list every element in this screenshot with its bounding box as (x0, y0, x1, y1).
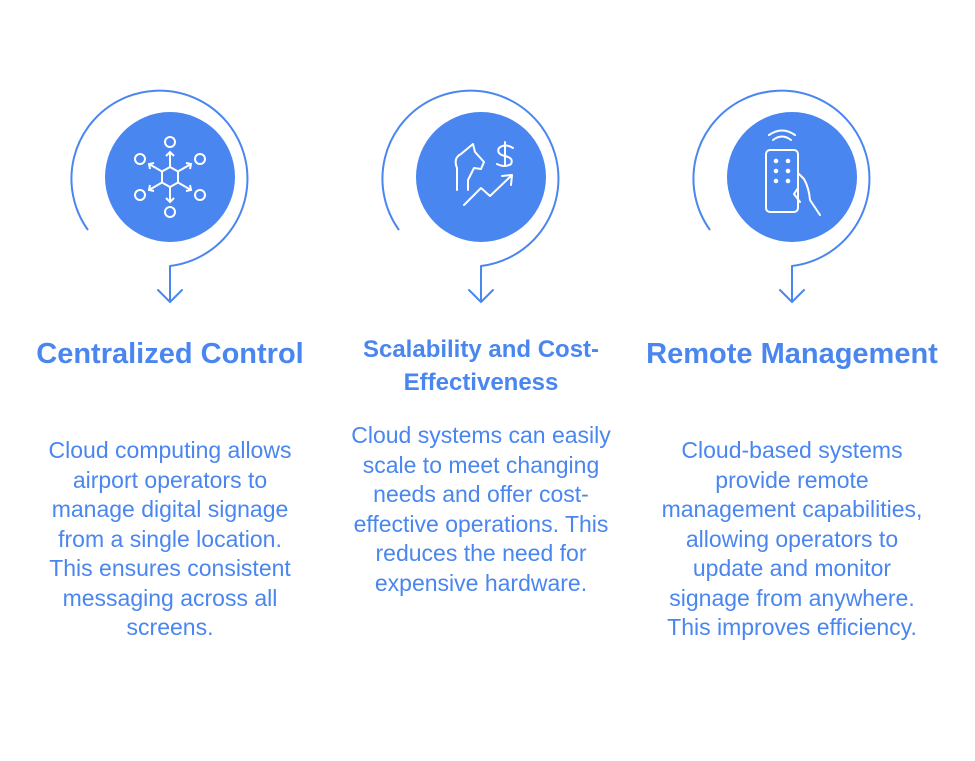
down-arrow-icon (157, 265, 183, 303)
step-title: Centralized Control (36, 338, 304, 370)
circular-arrow-arc (70, 89, 249, 267)
down-arrow-icon (779, 265, 805, 303)
step-card-centralized-control: Centralized Control Cloud computing allo… (20, 0, 320, 761)
step-description: Cloud systems can easily scale to meet c… (351, 422, 611, 596)
circular-arrow-arc (381, 89, 560, 267)
step-card-scalability: Scalability and Cost-Effectiveness Cloud… (331, 0, 631, 761)
circular-arrow-graphic (692, 89, 871, 303)
icon-circle (416, 112, 546, 242)
scalability-cost-icon (454, 141, 514, 206)
remote-control-icon (765, 129, 821, 216)
network-hub-icon (134, 136, 206, 218)
down-arrow-icon (468, 265, 494, 303)
step-graphic (20, 70, 320, 310)
step-graphic (331, 70, 631, 310)
step-card-remote-management: Remote Management Cloud-based systems pr… (642, 0, 942, 761)
step-title: Remote Management (646, 338, 938, 370)
icon-circle (727, 112, 857, 242)
circular-arrow-arc (692, 89, 871, 267)
circular-arrow-graphic (381, 89, 560, 303)
step-graphic (642, 70, 942, 310)
step-title: Scalability and Cost-Effectiveness (362, 336, 600, 396)
icon-circle (105, 112, 235, 242)
step-description: Cloud computing allows airport operators… (48, 437, 292, 640)
step-description: Cloud-based systems provide remote manag… (661, 437, 923, 640)
circular-arrow-graphic (70, 89, 249, 303)
